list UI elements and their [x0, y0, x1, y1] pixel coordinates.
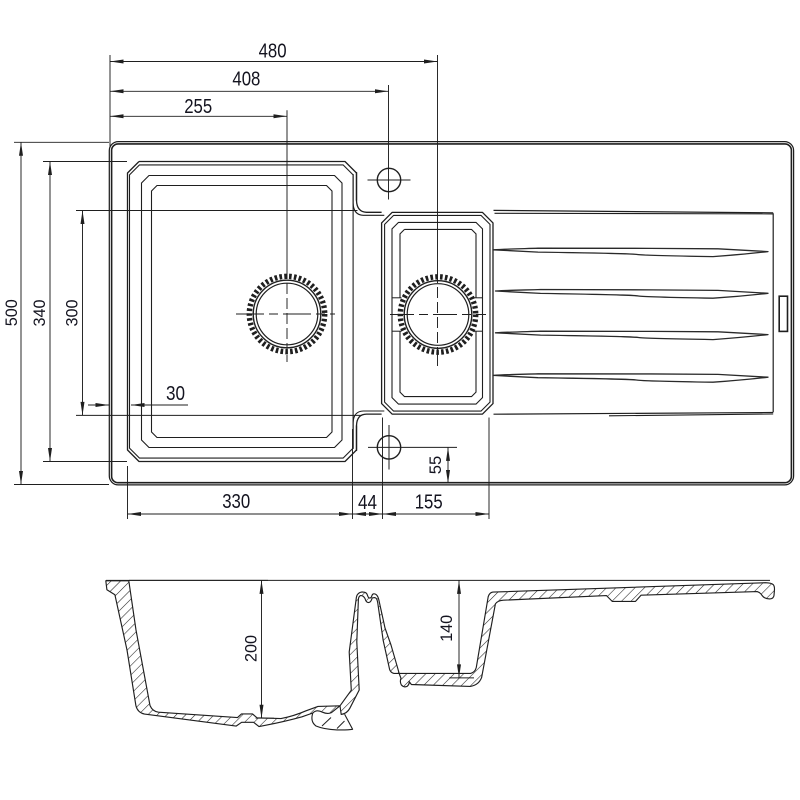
svg-text:300: 300 — [63, 300, 81, 327]
svg-text:330: 330 — [222, 491, 250, 513]
svg-text:500: 500 — [3, 299, 21, 326]
svg-text:155: 155 — [415, 491, 443, 513]
svg-text:55: 55 — [427, 456, 445, 475]
svg-text:408: 408 — [232, 69, 260, 91]
svg-text:480: 480 — [259, 41, 287, 63]
svg-text:44: 44 — [358, 492, 377, 514]
svg-text:140: 140 — [438, 615, 456, 642]
svg-text:255: 255 — [184, 96, 212, 118]
svg-text:30: 30 — [166, 383, 185, 405]
svg-text:200: 200 — [242, 635, 260, 662]
svg-text:340: 340 — [31, 300, 49, 327]
